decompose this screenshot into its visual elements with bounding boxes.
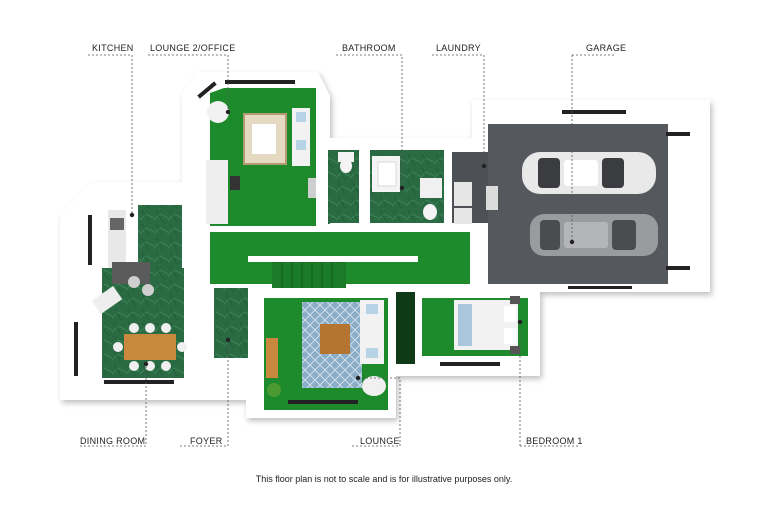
lounge-furniture bbox=[266, 300, 386, 397]
office-furniture bbox=[206, 101, 316, 224]
label-garage: GARAGE bbox=[586, 43, 627, 53]
disclaimer-text: This floor plan is not to scale and is f… bbox=[255, 474, 513, 484]
staircase bbox=[248, 256, 418, 288]
label-lounge2-office: LOUNGE 2/OFFICE bbox=[150, 43, 236, 53]
leader-dots bbox=[129, 109, 575, 381]
car-white bbox=[522, 152, 656, 194]
label-foyer: FOYER bbox=[190, 436, 223, 446]
foyer-floor bbox=[214, 288, 248, 358]
label-dining-room: DINING ROOM bbox=[80, 436, 146, 446]
label-bedroom-1: BEDROOM 1 bbox=[526, 436, 583, 446]
label-kitchen: KITCHEN bbox=[92, 43, 134, 53]
inner-walls bbox=[185, 146, 488, 416]
leader-lines bbox=[80, 54, 616, 447]
windows bbox=[74, 80, 690, 404]
label-laundry: LAUNDRY bbox=[436, 43, 481, 53]
label-bathroom: BATHROOM bbox=[342, 43, 396, 53]
kitchen-furniture bbox=[91, 210, 154, 315]
dining-floor bbox=[102, 268, 184, 378]
garage-floor bbox=[488, 124, 668, 284]
label-lounge: LOUNGE bbox=[360, 436, 400, 446]
car-grey bbox=[530, 214, 658, 256]
bedroom-furniture bbox=[454, 296, 520, 354]
dining-table bbox=[113, 323, 187, 371]
bathroom-fixtures bbox=[338, 152, 498, 224]
garage-cars bbox=[522, 146, 690, 264]
